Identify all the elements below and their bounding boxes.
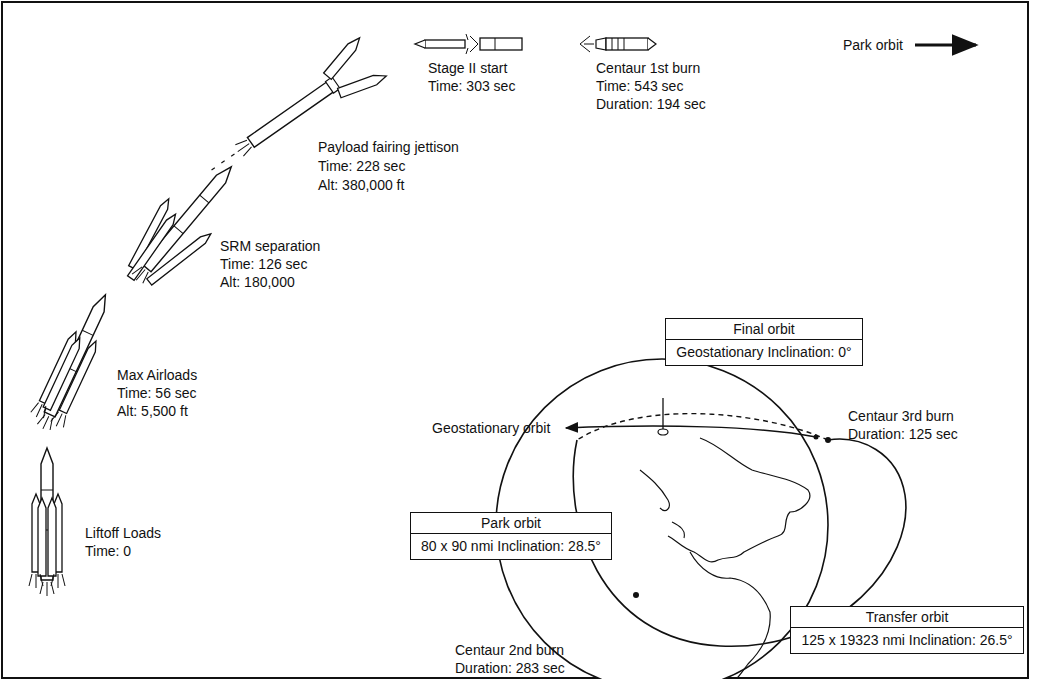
geostationary-arrow [566, 426, 816, 437]
callout-label: Centaur 3rd burn [848, 408, 954, 425]
orbit-box: Park orbit80 x 90 nmi Inclination: 28.5° [410, 512, 612, 560]
callout-label: Time: 56 sec [117, 385, 197, 402]
callout-label: Geostationary orbit [432, 420, 550, 437]
callout-label: Time: 126 sec [220, 256, 307, 273]
callout-label: Payload fairing jettison [318, 139, 459, 156]
park-orbit-arrow [915, 44, 976, 47]
callout-label: Centaur 2nd burn [455, 642, 564, 659]
callout-label: Alt: 5,500 ft [117, 403, 188, 420]
orbit-box: Final orbitGeostationary Inclination: 0° [665, 318, 863, 366]
box-body: Geostationary Inclination: 0° [666, 340, 862, 365]
box-body: 80 x 90 nmi Inclination: 28.5° [411, 534, 611, 559]
callout-label: SRM separation [220, 238, 320, 255]
callout-label: Liftoff Loads [85, 525, 161, 542]
stage-two-start [415, 34, 522, 54]
callout-label: Time: 543 sec [596, 78, 683, 95]
callout-label: Time: 0 [85, 543, 131, 560]
callout-label: Centaur 1st burn [596, 60, 700, 77]
callout-label: Max Airloads [117, 367, 197, 384]
callout-label: Duration: 283 sec [455, 660, 565, 677]
callout-label: Alt: 380,000 ft [318, 177, 404, 194]
callout-label: Duration: 194 sec [596, 96, 706, 113]
box-heading: Park orbit [411, 513, 611, 534]
centaur-first-burn [580, 36, 656, 52]
box-heading: Transfer orbit [791, 607, 1023, 628]
callout-label: Stage II start [428, 60, 507, 77]
callout-label: Alt: 180,000 [220, 274, 295, 291]
burn-point [825, 437, 831, 443]
callout-label: Duration: 125 sec [848, 426, 958, 443]
callout-label: Park orbit [843, 37, 903, 54]
box-heading: Final orbit [666, 319, 862, 340]
box-body: 125 x 19323 nmi Inclination: 26.5° [791, 628, 1023, 653]
rocket-liftoff [29, 448, 65, 596]
rocket-max-airloads [27, 287, 122, 436]
callout-label: Time: 228 sec [318, 158, 405, 175]
callout-label: Time: 303 sec [428, 78, 515, 95]
orbit-box: Transfer orbit125 x 19323 nmi Inclinatio… [790, 606, 1024, 654]
